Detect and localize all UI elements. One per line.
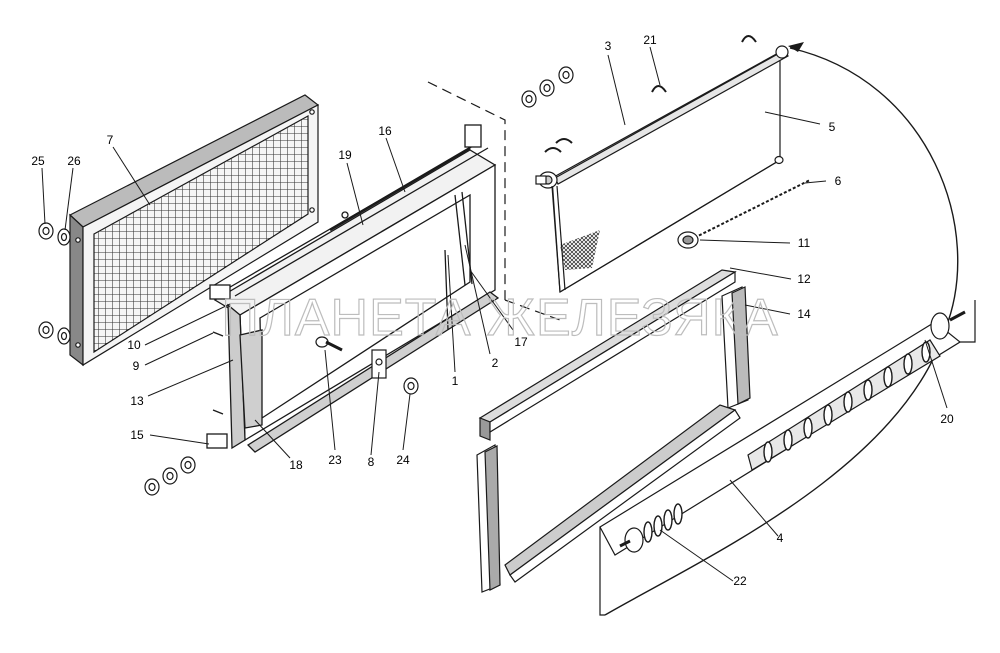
nut-pair-upper xyxy=(38,222,71,246)
watermark: ПЛАНЕТА ЖЕЛЕЗЯКА xyxy=(221,289,778,347)
callout-19: 19 xyxy=(338,148,352,162)
nut-triple-lower xyxy=(144,456,196,496)
dashed-guide xyxy=(427,81,561,321)
arrow-head xyxy=(788,42,804,52)
roller-blind xyxy=(535,35,811,294)
spring-coils xyxy=(643,341,931,543)
callout-4: 4 xyxy=(777,531,784,545)
callout-8: 8 xyxy=(368,455,375,469)
grille-panel xyxy=(68,94,320,367)
leader-lines xyxy=(41,46,948,582)
callout-25: 25 xyxy=(31,154,45,168)
callout-16: 16 xyxy=(378,124,392,138)
callout-7: 7 xyxy=(107,133,114,147)
callout-14: 14 xyxy=(797,307,811,321)
callout-24: 24 xyxy=(396,453,410,467)
callout-10: 10 xyxy=(127,338,141,352)
callout-5: 5 xyxy=(829,120,836,134)
bracket-lines xyxy=(599,300,976,616)
seal-strips xyxy=(476,269,751,593)
nut-triple-upper xyxy=(521,66,574,108)
bolt xyxy=(315,336,343,352)
callout-18: 18 xyxy=(289,458,303,472)
callout-1: 1 xyxy=(452,374,459,388)
callout-11: 11 xyxy=(798,236,811,250)
callout-2: 2 xyxy=(492,356,499,370)
callout-6: 6 xyxy=(835,174,842,188)
callout-15: 15 xyxy=(130,428,144,442)
nut-pair-lower xyxy=(38,321,71,345)
nut-single xyxy=(403,377,419,395)
callout-23: 23 xyxy=(328,453,342,467)
callout-3: 3 xyxy=(605,39,612,53)
callout-13: 13 xyxy=(130,394,144,408)
callout-9: 9 xyxy=(133,359,140,373)
callout-26: 26 xyxy=(67,154,81,168)
bracket xyxy=(371,349,387,379)
callout-20: 20 xyxy=(940,412,954,426)
callout-labels: 1 2 3 4 5 6 7 8 9 10 11 12 13 14 15 16 1… xyxy=(31,33,954,588)
callout-12: 12 xyxy=(797,272,811,286)
callout-22: 22 xyxy=(733,574,747,588)
callout-17: 17 xyxy=(514,335,528,349)
callout-21: 21 xyxy=(643,33,657,47)
